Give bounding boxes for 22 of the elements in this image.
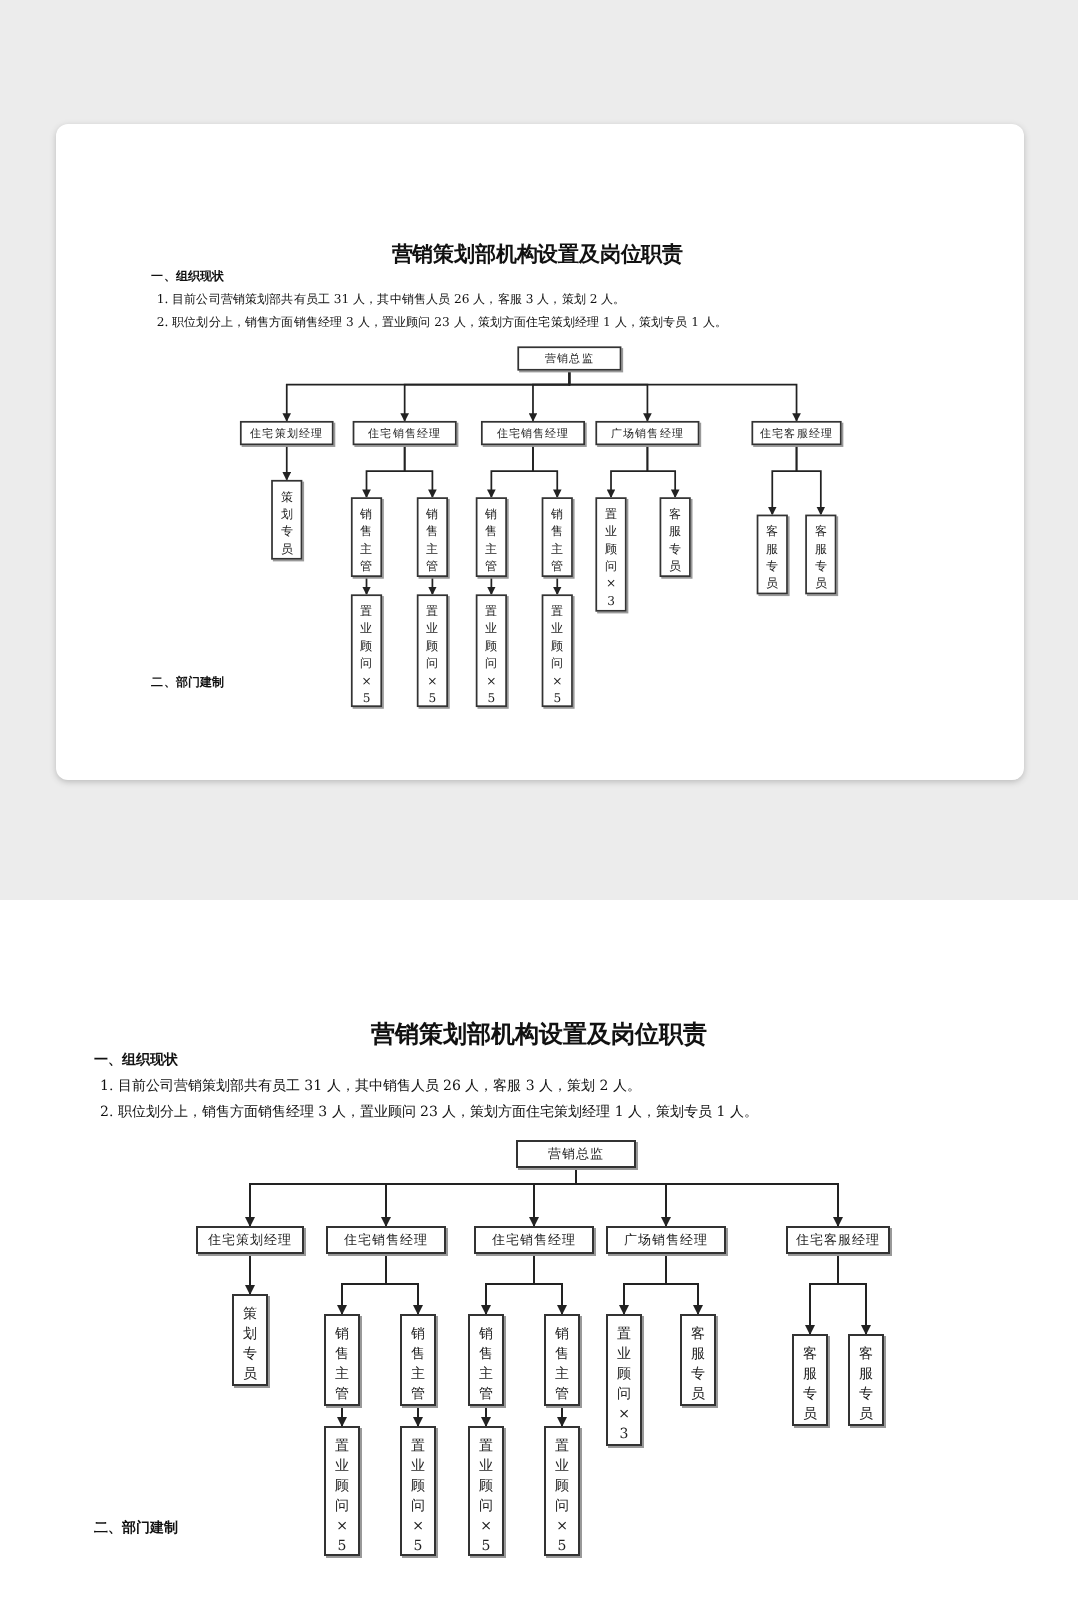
connector-arrow	[487, 576, 496, 596]
connector-arrow	[481, 1405, 491, 1427]
connector-arrow	[568, 369, 801, 422]
title: 营销策划部机构设置及岗位职责	[371, 1020, 707, 1048]
connector-arrow	[245, 1253, 255, 1295]
connector-arrow	[413, 1405, 423, 1427]
connector-arrow	[337, 1405, 347, 1427]
connector-arrow	[403, 444, 437, 499]
connector-arrow	[532, 444, 562, 499]
connector-arrow	[282, 444, 292, 481]
connector-arrow	[646, 444, 680, 499]
connector-arrow	[385, 1253, 423, 1315]
connector-arrow	[552, 576, 562, 596]
connector-arrow	[557, 1405, 567, 1427]
title: 营销策划部机构设置及岗位职责	[391, 242, 683, 267]
connector-arrow	[428, 576, 437, 596]
connector-arrow	[575, 1167, 843, 1227]
connector-arrow	[665, 1253, 703, 1315]
connector-arrow	[795, 444, 826, 516]
connector-arrow	[837, 1253, 871, 1335]
connector-arrow	[533, 1253, 567, 1315]
connector-arrow	[362, 576, 371, 596]
